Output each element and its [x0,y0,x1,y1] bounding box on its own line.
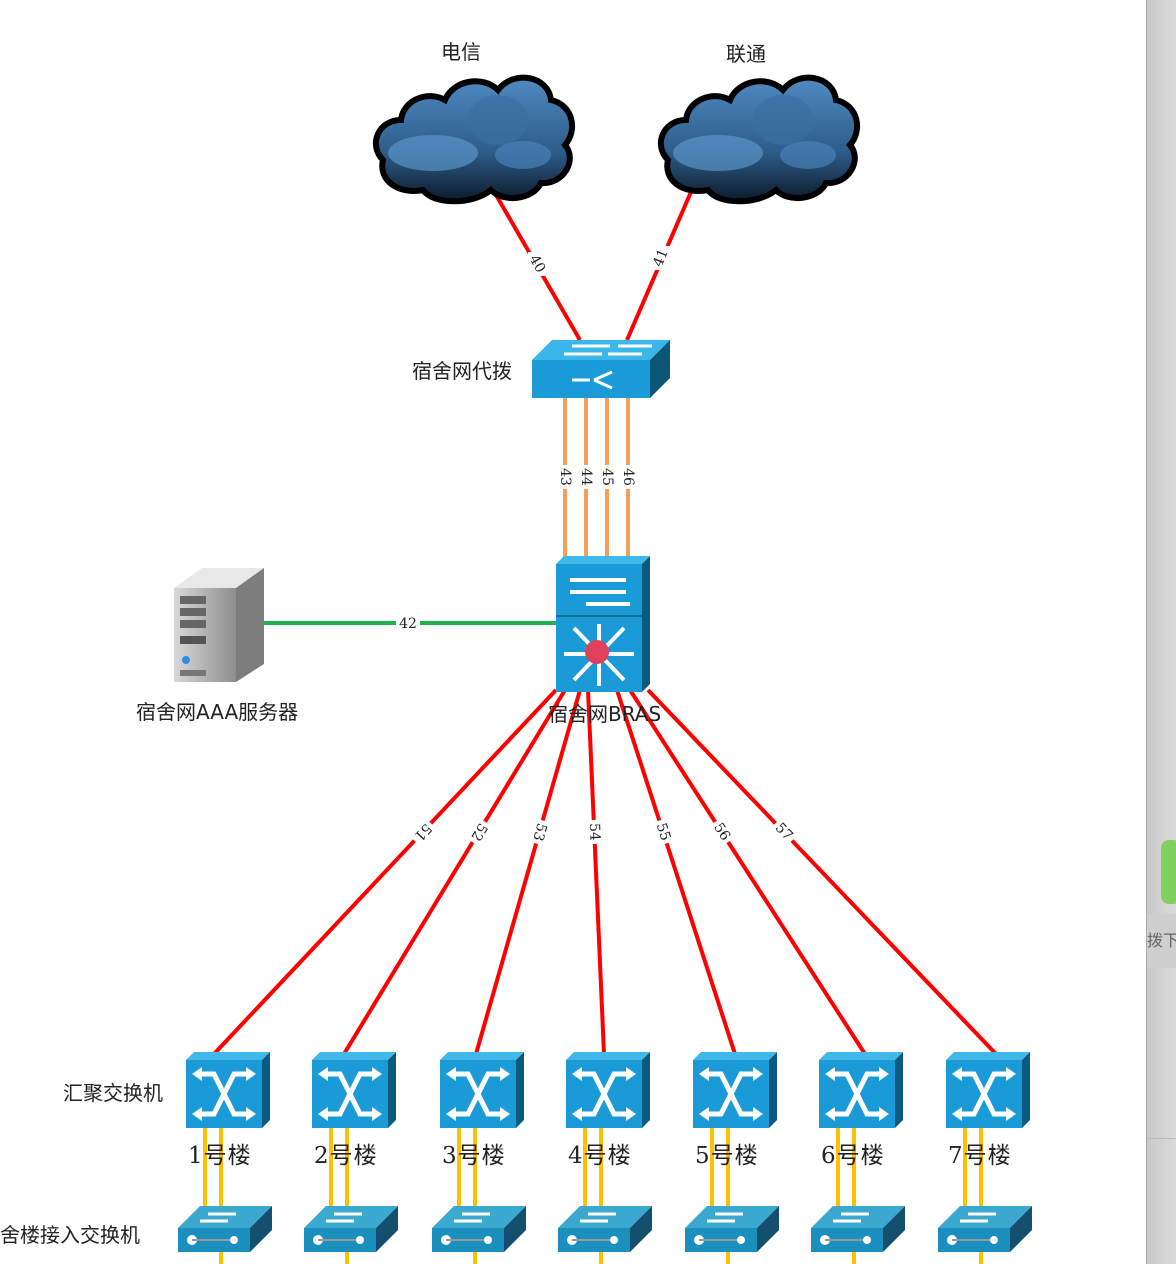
bras-router-icon[interactable] [556,556,650,692]
access-switch-icon-7[interactable] [936,1204,1034,1254]
proxy-switch-icon[interactable] [532,340,670,398]
access-switch-icon-3[interactable] [430,1204,528,1254]
aggregation-switch-label: 汇聚交换机 [63,1081,163,1105]
link-bras-building-2[interactable] [342,688,567,1056]
aggregation-switch-icon-5[interactable] [693,1052,777,1128]
building-label-2: 2号楼 [314,1143,378,1169]
access-switch-icon-2[interactable] [302,1204,400,1254]
bras-label: 宿舍网BRAS [548,702,662,726]
aggregation-switch-icon-2[interactable] [312,1052,396,1128]
building-label-3: 3号楼 [442,1143,506,1169]
aggregation-switch-icon-6[interactable] [819,1052,903,1128]
link-label-44: 44 [578,468,594,486]
link-label-45: 45 [599,468,615,486]
side-panel-green-button[interactable] [1161,840,1176,904]
cloud-telecom-icon[interactable] [376,78,572,202]
access-switch-icon-4[interactable] [556,1204,654,1254]
proxy-label: 宿舍网代拨 [412,359,512,383]
link-label-53: 53 [529,821,549,843]
aggregation-switch-icon-1[interactable] [186,1052,270,1128]
link-bras-building-5[interactable] [615,689,737,1055]
building-label-4: 4号楼 [568,1143,632,1169]
link-label-40: 40 [526,252,549,275]
side-panel-tab[interactable]: 拨下 [1147,914,1176,968]
access-switch-label: 宿舍楼接入交换机 [0,1223,140,1247]
aggregation-switch-icon-4[interactable] [566,1052,650,1128]
aaa-server-label: 宿舍网AAA服务器 [136,700,299,724]
building-label-5: 5号楼 [695,1143,759,1169]
link-bras-building-1[interactable] [212,688,558,1056]
aggregation-switch-icon-3[interactable] [440,1052,524,1128]
aaa-server-icon[interactable] [174,568,264,682]
cloud-telecom-label: 电信 [441,40,481,64]
side-panel-divider [1147,1138,1176,1139]
building-label-6: 6号楼 [821,1143,885,1169]
link-label-43: 43 [557,468,573,486]
link-label-54: 54 [586,823,603,842]
link-bras-building-4[interactable] [586,689,606,1055]
access-switch-icon-6[interactable] [809,1204,907,1254]
link-label-55: 55 [653,821,674,843]
side-panel: 拨下 [1146,0,1176,1264]
link-label-42: 42 [399,616,417,632]
link-bras-building-7[interactable] [646,688,998,1056]
building-label-7: 7号楼 [948,1143,1012,1169]
link-label-52: 52 [467,820,490,844]
access-switch-icon-5[interactable] [683,1204,781,1254]
aggregation-switch-icon-7[interactable] [946,1052,1030,1128]
building-label-1: 1号楼 [188,1143,252,1169]
link-label-46: 46 [620,468,636,486]
access-switch-icon-1[interactable] [176,1204,274,1254]
cloud-unicom-label: 联通 [726,42,766,66]
link-label-41: 41 [650,247,672,270]
cloud-unicom-icon[interactable] [661,78,857,202]
link-bras-building-3[interactable] [474,689,582,1055]
link-bras-building-6[interactable] [628,688,867,1056]
